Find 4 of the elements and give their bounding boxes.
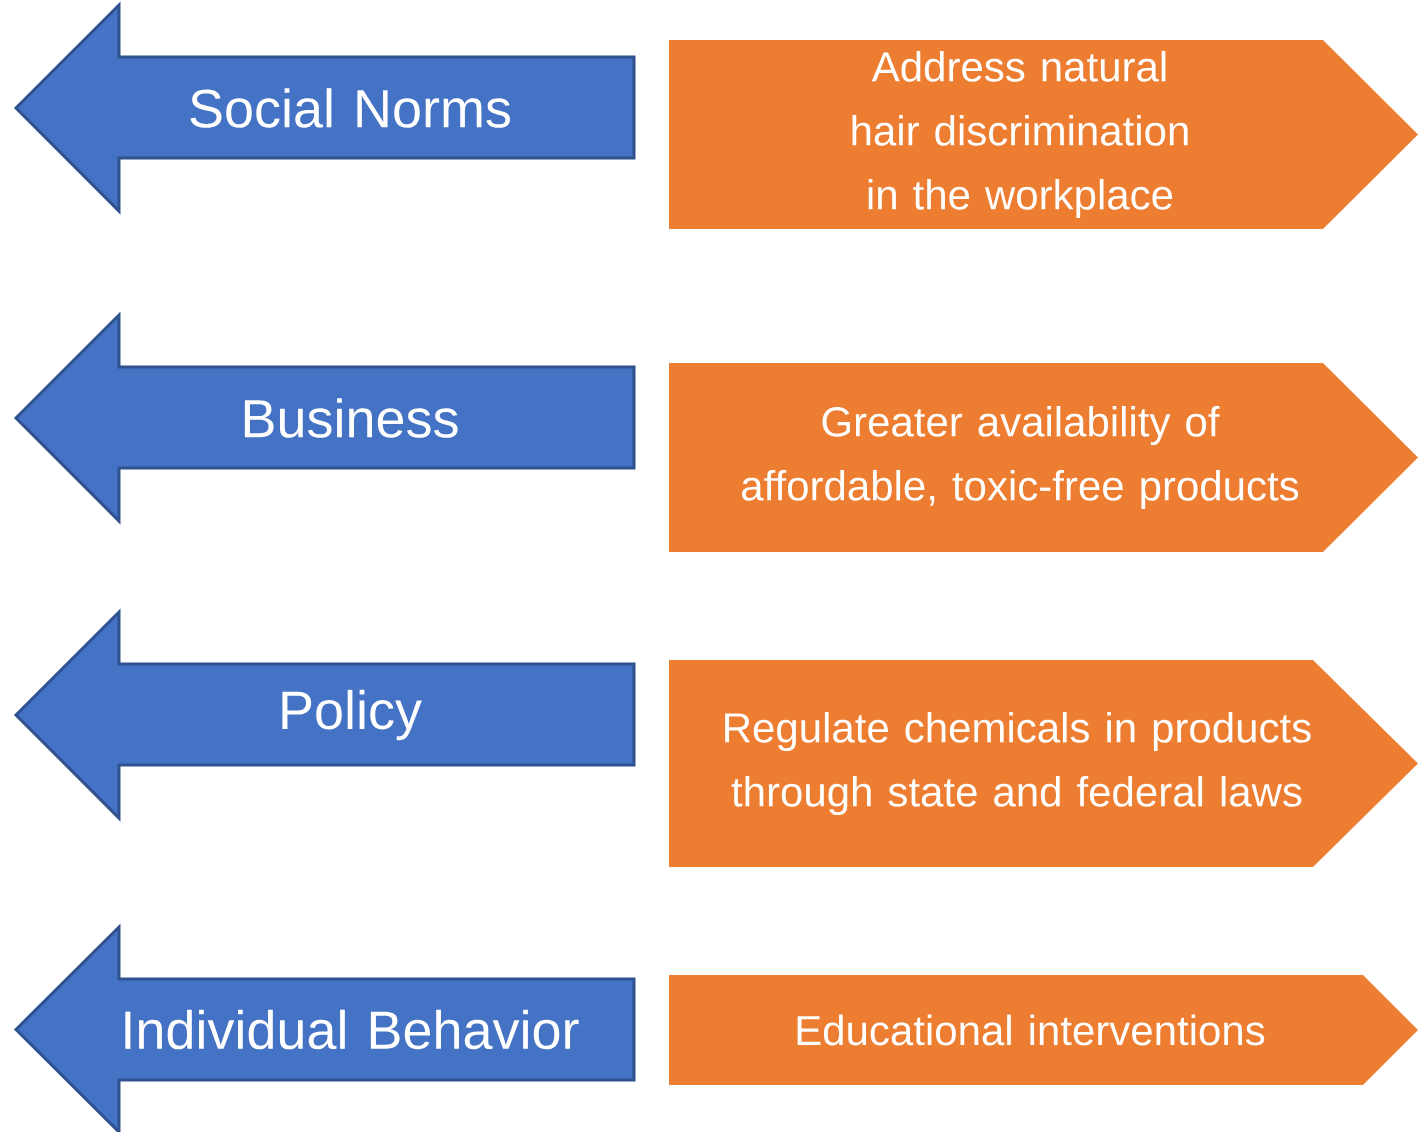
chevron-box: Educational interventions (669, 975, 1418, 1085)
chevron-box: Greater availability of affordable, toxic-free products (669, 363, 1418, 552)
chevron-box: Address natural hair discrimination in the workplace (669, 40, 1418, 229)
chevron-box: Regulate chemicals in products through state and federal laws (669, 660, 1418, 867)
